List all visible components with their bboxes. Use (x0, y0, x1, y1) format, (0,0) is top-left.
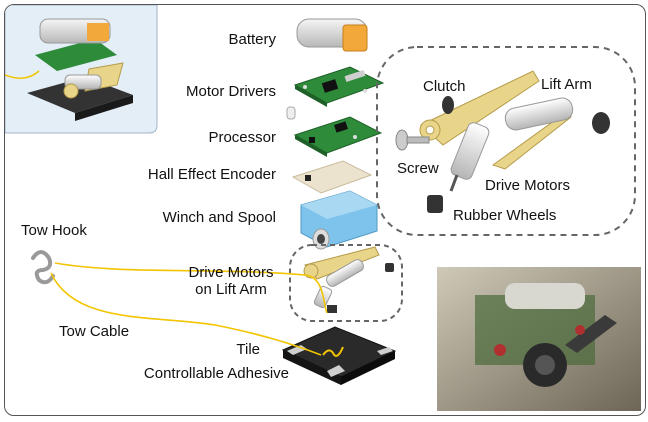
winch-and-spool-part (300, 190, 378, 250)
drive-motors-label: Drive Motors (485, 177, 571, 194)
winch-and-spool-label: Winch and Spool (162, 209, 276, 226)
drive-motors-lift-arm-group (289, 244, 403, 322)
battery-part (296, 18, 368, 52)
controllable-adhesive-label: Controllable Adhesive (143, 365, 289, 382)
processor-label: Processor (208, 129, 276, 146)
hall-effect-encoder-label: Hall Effect Encoder (147, 166, 276, 183)
hall-effect-encoder-part (291, 160, 373, 194)
tile-part (281, 326, 397, 385)
motor-drivers-label: Motor Drivers (185, 83, 276, 100)
tow-cable-label: Tow Cable (59, 323, 130, 340)
spacer (286, 106, 296, 120)
battery-label: Battery (228, 31, 276, 48)
tow-hook-label: Tow Hook (21, 222, 87, 239)
tile-label: Tile (236, 341, 260, 358)
clutch-label: Clutch (423, 78, 466, 95)
rubber-wheels-label: Rubber Wheels (453, 207, 557, 224)
lift-arm-label: Lift Arm (541, 76, 592, 93)
drive-motors-lift-arm-label-1: Drive Motors (188, 264, 274, 281)
assembled-robot-inset (5, 5, 158, 134)
diagram-artwork (5, 5, 641, 411)
screw-label: Screw (397, 160, 439, 177)
robot-photo (437, 267, 641, 411)
tow-cable-lower (50, 272, 322, 356)
processor-board (293, 116, 383, 157)
tow-hook-shape (31, 250, 55, 285)
drive-motors-lift-arm-label-2: on Lift Arm (195, 281, 267, 298)
diagram-frame: Battery Motor Drivers Processor Hall Eff… (4, 4, 646, 416)
exploded-arm-group (376, 46, 636, 236)
motor-drivers-board (293, 66, 385, 107)
tow-cable-upper (54, 262, 328, 314)
